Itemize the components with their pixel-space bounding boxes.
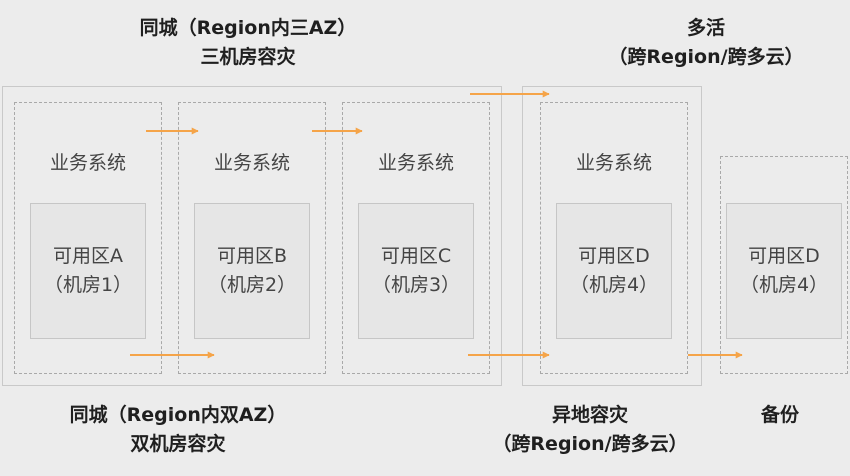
zone-c: 可用区C （机房3） [358,203,474,339]
title-three-az: 同城（Region内三AZ） 三机房容灾 [118,14,378,72]
group-active-active [522,86,702,386]
zone-d-room: （机房4） [569,274,659,296]
title-backup-line1: 备份 [760,404,799,426]
title-two-az-line2: 双机房容灾 [130,433,226,455]
system-box-b [178,102,326,374]
title-active-active-line1: 多活 [686,17,725,39]
title-geo-dr-line1: 异地容灾 [551,404,628,426]
zone-a-name: 可用区A [53,245,123,267]
zone-c-name: 可用区C [380,245,452,267]
backup-box [720,156,848,374]
title-geo-dr: 异地容灾 （跨Region/跨多云） [480,401,700,459]
zone-c-room: （机房3） [371,274,461,296]
title-three-az-line2: 三机房容灾 [200,46,296,68]
zone-b-room: （机房2） [207,274,297,296]
zone-d-backup-room: （机房4） [739,274,829,296]
zone-d: 可用区D （机房4） [556,203,672,339]
title-two-az: 同城（Region内双AZ） 双机房容灾 [48,401,308,459]
title-geo-dr-line2: （跨Region/跨多云） [492,433,688,455]
group-three-az [2,86,502,386]
zone-d-backup: 可用区D （机房4） [726,203,842,339]
title-backup: 备份 [740,401,820,430]
system-label-a: 业务系统 [49,152,126,174]
zone-d-name: 可用区D [578,245,650,267]
zone-d-backup-name: 可用区D [748,245,820,267]
system-box-c [342,102,490,374]
title-active-active: 多活 （跨Region/跨多云） [596,14,816,72]
system-label-b: 业务系统 [213,152,290,174]
system-box-a [14,102,162,374]
title-three-az-line1: 同城（Region内三AZ） [139,17,357,39]
zone-b-name: 可用区B [216,245,288,267]
zone-a: 可用区A （机房1） [30,203,146,339]
system-label-c: 业务系统 [377,152,454,174]
zone-a-room: （机房1） [43,274,133,296]
title-two-az-line1: 同城（Region内双AZ） [69,404,287,426]
system-box-d [540,102,688,374]
title-active-active-line2: （跨Region/跨多云） [608,46,804,68]
system-label-d: 业务系统 [575,152,652,174]
zone-b: 可用区B （机房2） [194,203,310,339]
